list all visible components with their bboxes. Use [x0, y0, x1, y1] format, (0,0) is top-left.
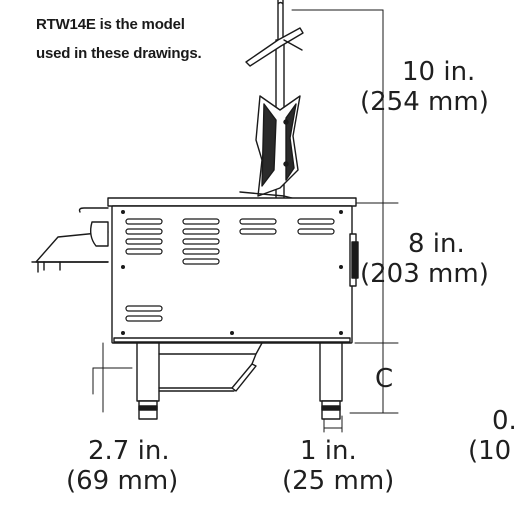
model-note: RTW14E is the model used in these drawin… — [36, 10, 266, 68]
screw — [230, 331, 234, 335]
foot-width-imperial: 1 in. — [300, 436, 357, 466]
screw — [339, 210, 343, 214]
vent-slot — [125, 238, 163, 245]
rack-hinge — [78, 207, 109, 247]
top-height-imperial: 10 in. — [402, 57, 476, 87]
left-loading-rack — [31, 207, 109, 273]
vent-slot — [297, 218, 335, 225]
body-height-imperial: 8 in. — [408, 229, 465, 259]
foot-width-metric: (25 mm) — [282, 466, 395, 496]
screw — [339, 265, 343, 269]
screw — [121, 331, 125, 335]
vent-slot — [239, 218, 277, 225]
main-housing — [111, 205, 353, 344]
right-foot-band — [321, 405, 341, 411]
shield-bolt-2 — [283, 161, 289, 167]
vent-slot — [182, 238, 220, 245]
leg-offset-metric: (69 mm) — [66, 466, 179, 496]
model-note-line-1: RTW14E is the model — [36, 16, 185, 33]
leg-offset-imperial: 2.7 in. — [88, 436, 170, 466]
vent-slot — [182, 258, 220, 265]
control-knob — [351, 241, 359, 279]
vent-slot — [125, 218, 163, 225]
housing-screws — [121, 210, 343, 335]
toaster-body — [107, 197, 359, 344]
vent-slot — [239, 228, 277, 235]
left-leg — [136, 342, 160, 402]
leg-height-c: C — [375, 364, 394, 394]
partial-right-metric: (10 — [468, 436, 512, 466]
screw — [121, 265, 125, 269]
vent-slot — [182, 228, 220, 235]
vent-slot — [297, 228, 335, 235]
crumb-tray-outline — [158, 342, 263, 389]
partial-right-label: 0. (10 — [468, 406, 519, 466]
left-foot-band — [138, 405, 158, 411]
leg-offset-label: 2.7 in. (69 mm) — [66, 436, 178, 496]
top-lid — [107, 197, 357, 207]
foot-width-label: 1 in. (25 mm) — [282, 436, 394, 496]
vent-slot — [182, 248, 220, 255]
body-height-label: 8 in. (203 mm) — [360, 229, 489, 289]
body-height-metric: (203 mm) — [360, 259, 489, 289]
vent-slot — [125, 248, 163, 255]
vent-slot — [125, 305, 163, 312]
top-rack-assembly — [239, 0, 304, 204]
vent-slots — [125, 218, 335, 322]
screw — [121, 210, 125, 214]
crumb-tray — [158, 342, 263, 392]
vent-slot — [125, 228, 163, 235]
vent-slot — [125, 315, 163, 322]
upper-arm-brace — [283, 39, 303, 51]
bottom-rail — [113, 337, 351, 343]
top-rod — [277, 0, 284, 41]
top-height-metric: (254 mm) — [360, 87, 489, 117]
shield-bolt-1 — [283, 119, 289, 125]
lower-shield-inner — [261, 103, 277, 187]
leg-height-label: C — [375, 364, 393, 394]
vent-slot — [182, 218, 220, 225]
model-note-line-2: used in these drawings. — [36, 45, 202, 62]
partial-right-imperial: 0. — [492, 406, 517, 436]
crumb-tray-lip — [231, 363, 257, 392]
screw — [339, 331, 343, 335]
right-leg — [319, 342, 343, 402]
top-height-label: 10 in. (254 mm) — [360, 57, 489, 117]
legs — [136, 342, 343, 420]
upper-arm — [245, 27, 304, 67]
